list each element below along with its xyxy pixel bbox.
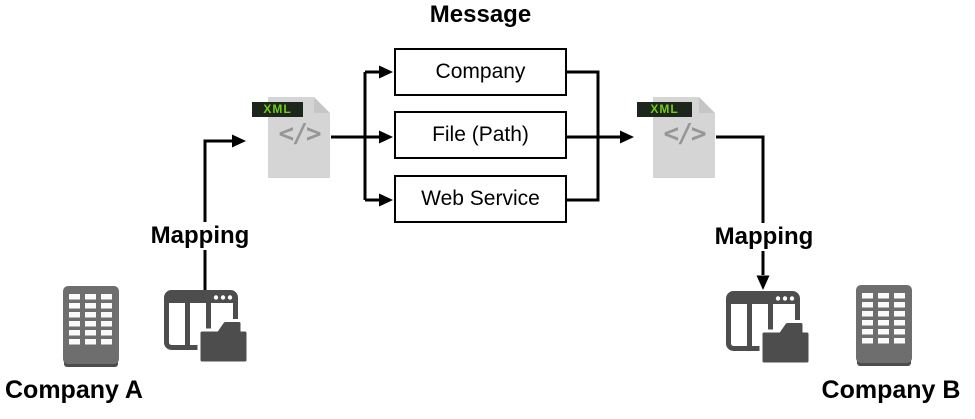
box-company[interactable]: Company [394,48,567,96]
box-file-path-label: File (Path) [432,123,529,146]
folder-shape [759,320,812,366]
code-glyph-right: </> [663,119,705,149]
box-file-path[interactable]: File (Path) [394,111,567,159]
connector-xml-left-to-branch [331,65,393,207]
building-icon-left [63,286,119,367]
code-glyph-left: </> [278,119,320,149]
connector-mapping-right [716,135,770,290]
message-title: Message [429,1,532,28]
mapping-label-right: Mapping [705,223,823,251]
titlebar-dot [227,295,233,300]
mapping-system-icon-left [164,290,250,368]
window-divider [206,303,211,347]
folder-icon-right [759,320,812,366]
arrowhead-into-xml-left [232,134,246,148]
xml-badge-left: XML [252,102,303,117]
window-titlebar [728,293,798,304]
window-divider [768,304,773,348]
titlebar-dot [213,295,219,300]
arrowhead-into-file-box [379,130,393,144]
box-company-label: Company [435,60,526,83]
arrowhead-into-xml-right [620,130,634,144]
titlebar-dot [789,296,795,301]
mapping-label-left: Mapping [141,222,259,250]
connector-boxes-to-xml-right [567,70,634,202]
arrowhead-into-company-box [379,65,393,79]
titlebar-dot [775,296,781,301]
connector-xml-right-down [716,135,765,275]
building-windows-left [69,294,113,345]
company-a-label: Company A [5,376,143,404]
arrowhead-into-webservice-box [379,193,393,207]
xml-badge-right: XML [637,102,692,117]
window-titlebar [166,292,236,303]
window-divider [185,303,190,347]
company-b-label: Company B [821,376,961,404]
window-divider [747,304,752,348]
mapping-system-icon-right [726,291,812,369]
titlebar-dot [220,295,226,300]
folder-icon-left [197,319,250,365]
folder-shape [197,319,250,365]
connector-mapping-left [203,134,246,291]
box-web-service[interactable]: Web Service [394,175,567,223]
arrowhead-into-window-right [756,275,770,290]
box-web-service-label: Web Service [421,187,540,210]
connector-mapping-left-line [203,139,232,291]
building-windows-right [862,293,906,344]
building-icon-right [856,285,912,366]
titlebar-dot [782,296,788,301]
